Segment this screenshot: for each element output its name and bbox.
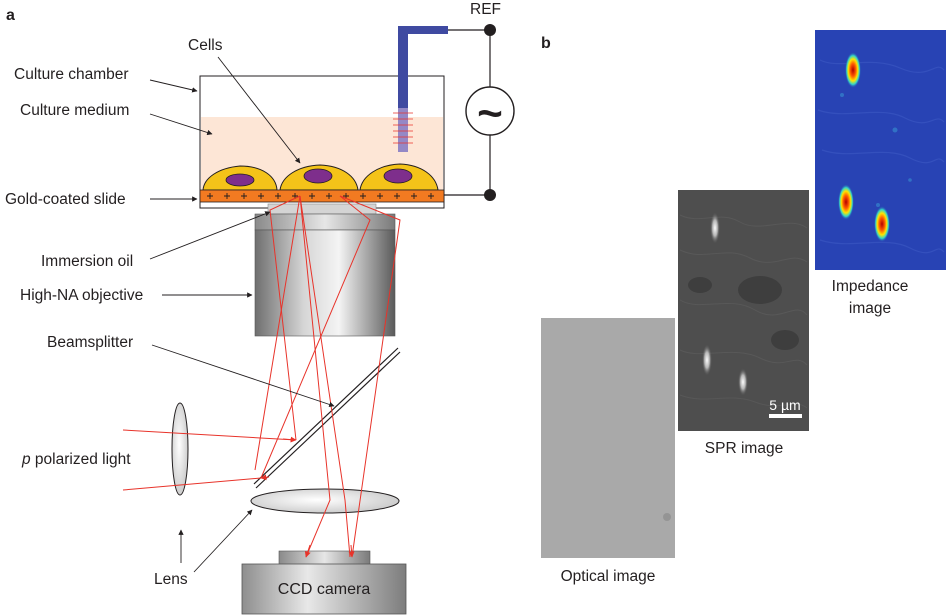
spr-cell-spot-3 (738, 368, 748, 396)
impedance-noise (840, 93, 912, 207)
optical-image (541, 318, 675, 558)
slide-plus-marks (207, 193, 434, 199)
panel-label-b: b (541, 35, 551, 52)
beamsplitter-label: Beamsplitter (47, 334, 133, 351)
input-lens (171, 402, 189, 496)
impedance-image-label-line1: Impedance (832, 278, 909, 295)
beamsplitter (253, 347, 399, 485)
culture-chamber-label: Culture chamber (14, 66, 129, 83)
impedance-texture (817, 59, 945, 254)
nucleus-3 (383, 168, 413, 184)
optical-image-label: Optical image (561, 568, 656, 585)
gold-slide-label: Gold-coated slide (5, 191, 126, 208)
high-na-objective (254, 229, 396, 337)
cells-label: Cells (188, 37, 223, 54)
impedance-image-label-line2: image (849, 300, 891, 317)
spr-texture (679, 214, 808, 409)
ccd-camera-label: CCD camera (278, 581, 371, 598)
circuit-wires (444, 29, 491, 196)
nucleus-1 (225, 173, 255, 187)
spr-cell-spot-2 (702, 344, 712, 376)
impedance-hotspot-2 (838, 184, 854, 220)
ref-label: REF (470, 1, 501, 18)
ccd-sensor (278, 550, 371, 566)
ac-source (465, 86, 515, 136)
objective-top (254, 213, 396, 231)
electrode-tip (398, 108, 408, 152)
gold-coated-slide (199, 189, 445, 203)
cell-2 (279, 164, 359, 191)
scale-bar (769, 414, 802, 418)
light-arrowheads (260, 436, 355, 558)
immersion-oil-label: Immersion oil (41, 253, 133, 270)
cell-1 (202, 165, 278, 191)
impedance-hotspot-3 (874, 206, 890, 242)
culture-medium-label: Culture medium (20, 102, 129, 119)
objective-label: High-NA objective (20, 287, 143, 304)
nucleus-2 (303, 168, 333, 184)
panel-label-a: a (6, 7, 15, 24)
impedance-hotspot-1 (845, 52, 861, 88)
ref-terminal-dot (484, 24, 496, 36)
cell-3 (359, 163, 439, 191)
spr-dark-blotches (688, 276, 799, 350)
spr-cell-spot-1 (710, 212, 720, 244)
light-path (122, 195, 401, 558)
scale-bar-label: 5 µm (769, 397, 800, 413)
ccd-camera (241, 563, 407, 615)
lens-label: Lens (154, 571, 188, 588)
optical-image-speck (663, 513, 671, 521)
slide-terminal-dot (484, 189, 496, 201)
electrode-tip-marks (393, 112, 413, 144)
immersion-oil (267, 203, 377, 215)
tube-lens (250, 488, 400, 514)
ac-source-symbol: ~ (477, 89, 503, 138)
polarized-light-label: p polarized light (21, 451, 131, 468)
spr-image-label: SPR image (705, 440, 783, 457)
